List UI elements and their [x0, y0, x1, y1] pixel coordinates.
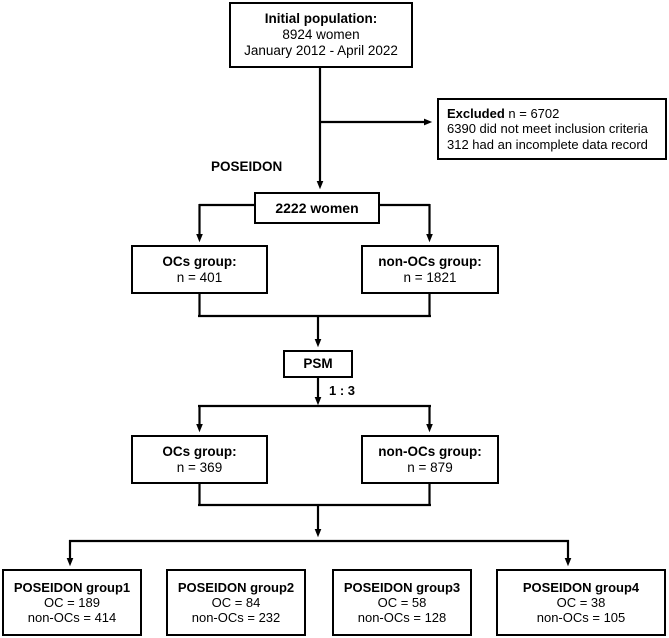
g3-oc: OC = 58: [377, 594, 427, 610]
initial-count: 8924 women: [282, 27, 360, 43]
g1-oc: OC = 189: [43, 594, 100, 610]
g4-non-oc: non-OCs = 105: [536, 610, 626, 626]
g2-oc: OC = 84: [211, 594, 261, 610]
node-cohort-2222-women: 2222 women: [254, 192, 380, 224]
g4-oc: OC = 38: [556, 594, 606, 610]
node-psm: PSM: [283, 350, 353, 378]
ocs2-title: OCs group:: [162, 443, 237, 459]
node-initial-population: Initial population: 8924 women January 2…: [229, 2, 413, 68]
edge-label-matching-ratio: 1 : 3: [329, 383, 356, 398]
g4-title: POSEIDON group4: [522, 579, 640, 595]
ocs2-count: n = 369: [176, 459, 223, 475]
node-poseidon-group4: POSEIDON group4 OC = 38 non-OCs = 105: [496, 569, 666, 636]
node-ocs-group-post-psm: OCs group: n = 369: [131, 435, 268, 484]
node-poseidon-group1: POSEIDON group1 OC = 189 non-OCs = 414: [2, 569, 142, 636]
g1-title: POSEIDON group1: [13, 579, 131, 595]
node-ocs-group-pre-psm: OCs group: n = 401: [131, 245, 268, 294]
g3-title: POSEIDON group3: [343, 579, 461, 595]
nonocs2-title: non-OCs group:: [378, 443, 482, 459]
initial-period: January 2012 - April 2022: [244, 42, 398, 58]
cohort-label: 2222 women: [275, 199, 359, 216]
g3-non-oc: non-OCs = 128: [357, 610, 447, 626]
excluded-title: Excluded n = 6702: [447, 106, 560, 121]
nonocs1-title: non-OCs group:: [378, 253, 482, 269]
g2-non-oc: non-OCs = 232: [191, 610, 281, 626]
excluded-reason-2: 312 had an incomplete data record: [447, 136, 648, 152]
node-poseidon-group2: POSEIDON group2 OC = 84 non-OCs = 232: [166, 569, 306, 636]
initial-title: Initial population:: [264, 11, 378, 27]
g1-non-oc: non-OCs = 414: [27, 610, 117, 626]
nonocs2-count: n = 879: [407, 459, 453, 475]
psm-label: PSM: [303, 356, 333, 372]
node-poseidon-group3: POSEIDON group3 OC = 58 non-OCs = 128: [332, 569, 472, 636]
ocs1-title: OCs group:: [162, 253, 237, 269]
g2-title: POSEIDON group2: [177, 579, 295, 595]
node-excluded: Excluded n = 6702 6390 did not meet incl…: [437, 98, 667, 160]
edge-label-poseidon: POSEIDON: [211, 159, 283, 174]
node-non-ocs-group-pre-psm: non-OCs group: n = 1821: [361, 245, 499, 294]
ocs1-count: n = 401: [176, 269, 223, 285]
excluded-reason-1: 6390 did not meet inclusion criteria: [447, 121, 648, 137]
nonocs1-count: n = 1821: [403, 269, 457, 285]
node-non-ocs-group-post-psm: non-OCs group: n = 879: [361, 435, 499, 484]
